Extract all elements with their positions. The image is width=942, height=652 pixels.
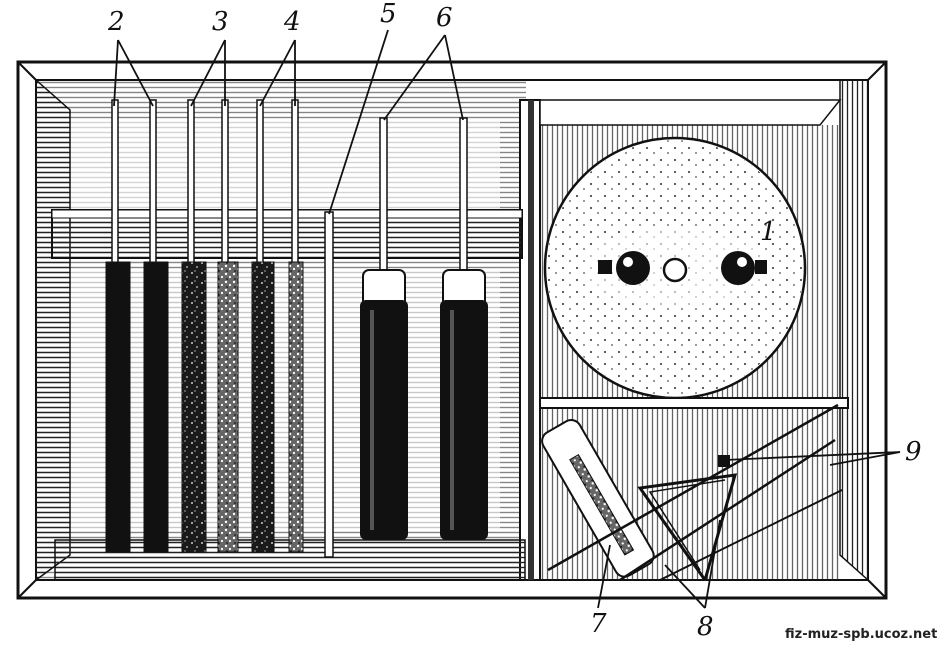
label-9: 9 (905, 437, 922, 467)
number-labels: 1 2 3 4 5 6 7 8 9 (107, 0, 922, 642)
plates-group-2 (105, 99, 169, 553)
cylinders-6 (360, 117, 488, 540)
wires-9 (547, 403, 843, 582)
rod-5 (324, 211, 334, 558)
label-3: 3 (212, 7, 229, 37)
disk-knob-center (662, 257, 688, 283)
label-4: 4 (283, 7, 301, 37)
label-8: 8 (697, 612, 714, 642)
watermark: fiz-muz-spb.ucoz.net (785, 627, 937, 642)
leader-lines (113, 29, 901, 609)
disk-knob-left (598, 251, 650, 285)
disk-1 (543, 136, 807, 400)
disk-knob-right (721, 251, 767, 285)
label-5: 5 (380, 0, 397, 29)
shelf (539, 397, 849, 409)
label-6: 6 (436, 3, 453, 33)
label-1: 1 (760, 217, 777, 247)
plates-group-3 (181, 99, 239, 553)
rod-holder-bar (51, 209, 523, 259)
label-7: 7 (590, 609, 607, 639)
label-2: 2 (107, 7, 125, 37)
